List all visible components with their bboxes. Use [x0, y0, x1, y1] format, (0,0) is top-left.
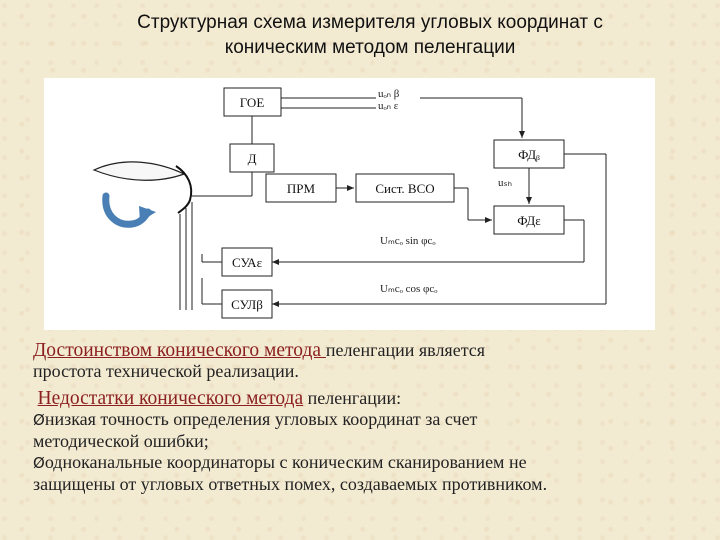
block-sul-beta — [221, 289, 273, 319]
block-diagram: ГОЕ Д ПРМ Сист. ВСО uₒₙ β uₒₙ ε ФДᵦ ФДε … — [44, 78, 655, 330]
advantage-heading: Достоинством конического метода — [33, 340, 326, 361]
block-d-label: Д — [248, 151, 257, 166]
advantage-rest: пеленгации является — [325, 340, 486, 360]
disadvantage-heading: Недостатки конического метода — [37, 388, 304, 409]
block-fd-eps — [493, 205, 565, 235]
block-goe-label: ГОЕ — [240, 95, 265, 110]
block-fd-beta-label: ФДᵦ — [518, 147, 540, 162]
bullet-1-text: низкая точность определения угловых коор… — [44, 409, 478, 429]
title-line-2: коническим методом пеленгации — [224, 37, 516, 58]
signal-u-sin: Uₘcₒ sin φcₒ — [380, 235, 436, 247]
arrow-bullet-icon: Ø — [33, 454, 45, 472]
disadvantage-line: Недостатки конического метода пеленгации… — [33, 388, 693, 409]
signal-u-sh: uₛₕ — [498, 177, 512, 189]
bullet-2-line-1: Øодноканальные координаторы с коническим… — [33, 452, 693, 474]
signal-u-cos: Uₘcₒ cos φcₒ — [380, 283, 437, 295]
block-goe — [223, 87, 282, 117]
disadvantage-rest: пеленгации: — [303, 388, 402, 408]
block-sist-vso-label: Сист. ВСО — [375, 181, 434, 196]
signal-u-on-eps: uₒₙ ε — [378, 100, 399, 112]
bullet-2-line-2: защищены от угловых ответных помех, созд… — [33, 474, 548, 494]
block-prm-label: ПРМ — [287, 181, 316, 196]
arrow-bullet-icon: Ø — [33, 411, 45, 429]
block-fd-eps-label: ФДε — [517, 213, 541, 228]
bullet-1-line-2: методической ошибки; — [33, 431, 209, 451]
advantage-line-2: простота технической реализации. — [33, 361, 299, 381]
block-diagram-svg: ГОЕ Д ПРМ Сист. ВСО uₒₙ β uₒₙ ε ФДᵦ ФДε … — [92, 87, 607, 319]
block-sul-beta-label: СУЛβ — [231, 297, 263, 312]
bullet-1-line-1: Øнизкая точность определения угловых коо… — [33, 409, 693, 431]
title-line-1: Структурная схема измерителя угловых коо… — [137, 12, 603, 33]
block-sist-vso — [355, 173, 455, 203]
advantage-line-1: Достоинством конического метода пеленгац… — [33, 340, 693, 361]
slide-title: Структурная схема измерителя угловых коо… — [40, 10, 700, 60]
antenna-icon — [92, 161, 193, 228]
block-sua-eps-label: СУАε — [232, 255, 263, 270]
body-text: Достоинством конического метода пеленгац… — [33, 340, 693, 495]
bullet-2-text: одноканальные координаторы с коническим … — [44, 452, 527, 472]
block-sua-eps — [221, 247, 273, 277]
signal-u-on-beta: uₒₙ β — [378, 88, 400, 100]
